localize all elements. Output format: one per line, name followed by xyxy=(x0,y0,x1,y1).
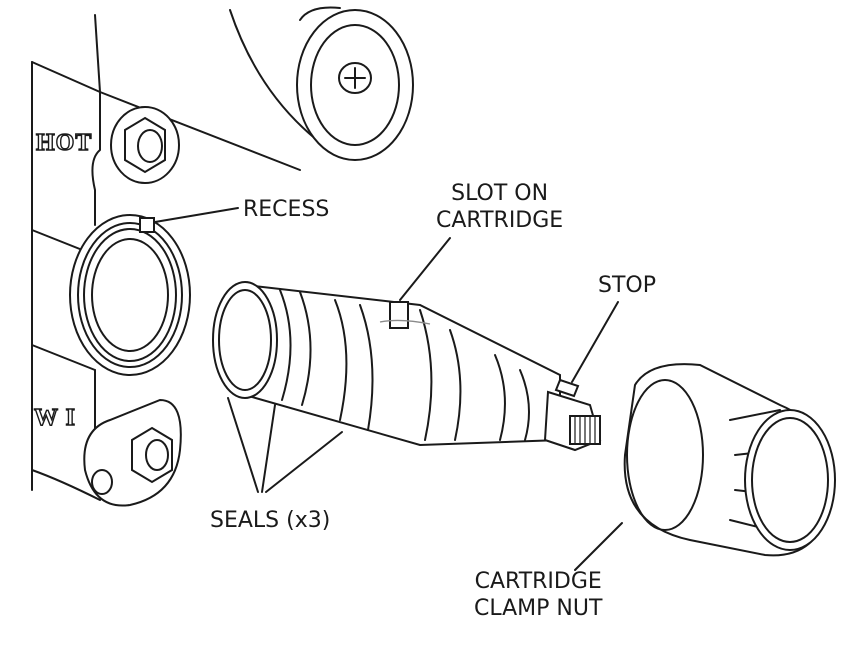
slot-label-line2: CARTRIDGE xyxy=(436,208,564,233)
leader-lines xyxy=(154,207,623,571)
cold-marking: W I xyxy=(33,404,76,431)
nut-label-line1: CARTRIDGE xyxy=(474,569,602,594)
seal-leader-1 xyxy=(227,397,259,493)
cartridge-stem xyxy=(543,378,602,452)
nut-label-line2: CLAMP NUT xyxy=(474,596,603,621)
nut-callout: CARTRIDGE CLAMP NUT xyxy=(474,568,602,622)
seals-label: SEALS (x3) xyxy=(210,508,331,533)
stop-leader xyxy=(571,301,619,383)
seal-leader-2 xyxy=(261,404,276,493)
hot-marking: HOT xyxy=(35,129,93,156)
cartridge xyxy=(212,281,561,447)
slot-leader xyxy=(399,237,451,301)
stop-label: STOP xyxy=(598,273,656,298)
seals-callout: SEALS (x3) xyxy=(210,507,330,534)
upper-hex-nut xyxy=(110,106,180,184)
seal-leader-3 xyxy=(265,431,343,493)
slot-label-line1: SLOT ON xyxy=(451,181,549,206)
cartridge-clamp-nut xyxy=(623,363,836,557)
slot-callout: SLOT ON CARTRIDGE xyxy=(436,180,563,234)
upper-handle-assembly xyxy=(296,6,414,161)
recess-callout: RECESS xyxy=(243,196,329,223)
recess-label: RECESS xyxy=(243,197,330,222)
recess-leader xyxy=(154,207,239,223)
threaded-port xyxy=(69,214,191,376)
lower-hex-nut xyxy=(83,398,182,507)
stop-callout: STOP xyxy=(598,272,656,299)
nut-leader xyxy=(574,522,623,571)
